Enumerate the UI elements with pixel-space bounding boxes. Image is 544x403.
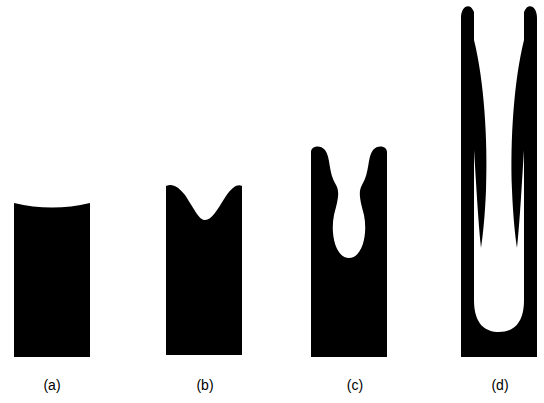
- fluid-column: [14, 203, 90, 357]
- panel-label: (b): [196, 377, 213, 393]
- fluid-finger: [474, 40, 487, 248]
- panel-label: (a): [43, 377, 60, 393]
- fluid-column: [166, 185, 242, 355]
- panel-label: (d): [491, 377, 508, 393]
- fluid-finger: [512, 40, 525, 248]
- fluid-column: [461, 6, 537, 357]
- fluid-column: [311, 146, 387, 357]
- panel-label: (c): [347, 377, 363, 393]
